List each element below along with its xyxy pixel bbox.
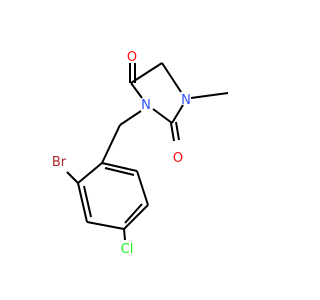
bond-aryl-cl bbox=[123, 228, 126, 241]
diagram-background bbox=[0, 0, 300, 300]
aromatic-inner-bond-3 bbox=[104, 167, 135, 176]
nitrogen-atom-ring-label: N bbox=[141, 98, 151, 113]
bond-n1-c2 bbox=[171, 104, 184, 124]
bond-n3-ch2 bbox=[119, 110, 142, 126]
bond-ar5-ar6 bbox=[136, 170, 149, 206]
bromine-atom-label: Br bbox=[52, 155, 67, 170]
bond-ar2-ar3 bbox=[77, 182, 88, 223]
bond-ch2-aryl bbox=[101, 124, 121, 164]
bond-c2-n3 bbox=[152, 108, 173, 124]
imidazolidinedione-ring bbox=[130, 62, 184, 124]
aromatic-inner-bond-2 bbox=[124, 203, 143, 224]
bond-aryl-br bbox=[66, 171, 79, 184]
bond-ch2-n1 bbox=[161, 62, 182, 93]
benzyl-linker bbox=[101, 110, 142, 164]
molecule-structure-diagram: O O N N Br Cl bbox=[0, 0, 300, 300]
benzene-ring bbox=[77, 162, 149, 230]
bond-c2-o-b bbox=[175, 121, 180, 141]
bond-c2-o-a bbox=[170, 122, 175, 142]
bond-ar4-ar5 bbox=[123, 204, 149, 230]
chlorine-atom-label: Cl bbox=[121, 242, 134, 257]
bond-n1-methyl bbox=[190, 92, 229, 99]
oxygen-atom-right-label: O bbox=[173, 151, 183, 166]
nitrogen-atom-methyl-label: N bbox=[181, 93, 191, 108]
bond-c4-ch2 bbox=[130, 62, 163, 84]
bond-c4-n3 bbox=[130, 82, 143, 99]
bond-ar3-ar4 bbox=[86, 221, 125, 230]
oxygen-atom-top-label: O bbox=[127, 50, 137, 65]
carbonyl-groups bbox=[129, 63, 180, 142]
bond-ar6-ar1 bbox=[101, 162, 138, 172]
bond-ar1-ar2 bbox=[77, 162, 103, 184]
aromatic-inner-bond-1 bbox=[83, 185, 92, 218]
